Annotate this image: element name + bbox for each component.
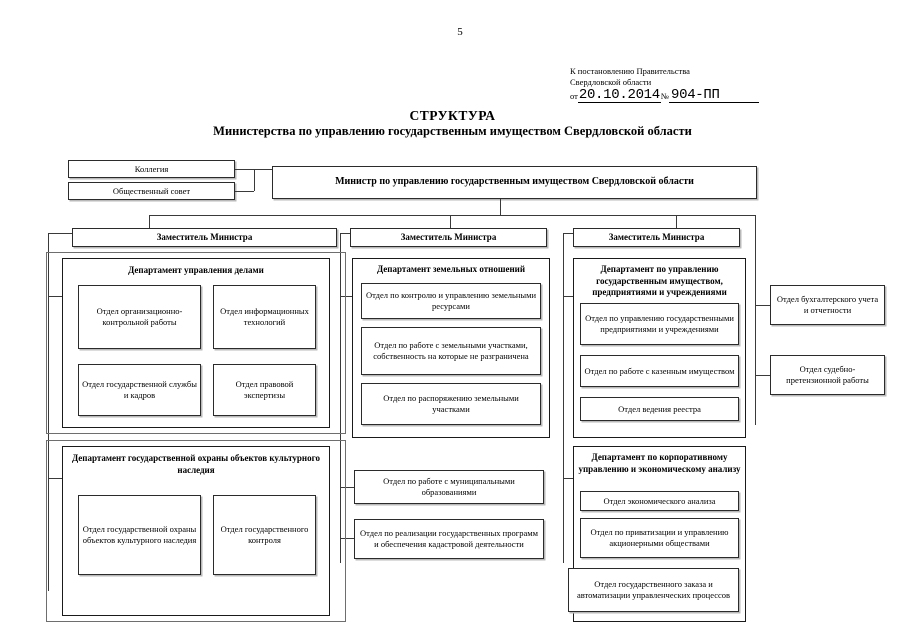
connector-right-col-branch-1 — [563, 296, 573, 297]
connector-deputy3-left-h — [563, 233, 573, 234]
reference-line-2: Свердловской области — [570, 77, 652, 88]
connector-drop-deputy-1 — [149, 215, 150, 231]
box-deputy-minister-3: Заместитель Министра — [573, 228, 740, 247]
unit-organizational-control: Отдел организационно-контрольной работы — [78, 285, 201, 349]
connector-middle-branch-unit-2 — [340, 538, 354, 539]
connector-minister-down — [500, 199, 501, 215]
connector-bus — [149, 215, 755, 216]
page-number: 5 — [457, 26, 463, 38]
connector-deputy1-left-h — [48, 233, 72, 234]
box-public-council: Общественный совет — [68, 182, 235, 200]
unit-economic-analysis: Отдел экономического анализа — [580, 491, 739, 511]
connector-standalone-right-1 — [755, 305, 770, 306]
connector-council-v — [254, 169, 255, 191]
connector-drop-deputy-2 — [450, 215, 451, 231]
connector-drop-deputy-3 — [676, 215, 677, 231]
connector-standalone-right-2 — [755, 375, 770, 376]
department-affairs-management-title: Департамент управления делами — [128, 265, 264, 275]
document-title: СТРУКТУРА — [409, 108, 496, 123]
unit-land-plot-disposal: Отдел по распоряжению земельными участка… — [361, 383, 541, 425]
unit-state-procurement-automation: Отдел государственного заказа и автомати… — [568, 568, 739, 612]
connector-middle-branch-unit-1 — [340, 487, 354, 488]
unit-information-technology: Отдел информационных технологий — [213, 285, 316, 349]
connector-middle-branch-dept — [340, 296, 352, 297]
box-minister: Министр по управлению государственным им… — [272, 166, 757, 199]
from-label: от — [570, 91, 578, 102]
reference-line-1: К постановлению Правительства — [570, 66, 690, 76]
connector-left-branch-2 — [48, 478, 62, 479]
unit-litigation-claims-work: Отдел судебно-претензионной работы — [770, 355, 885, 395]
unit-land-control-and-management: Отдел по контролю и управлению земельным… — [361, 283, 541, 319]
unit-state-programs-cadastral: Отдел по реализации государственных прог… — [354, 519, 544, 559]
connector-right-col-trunk — [563, 233, 564, 563]
group-frame-affairs-management — [46, 252, 346, 434]
decree-number: 904-ПП — [669, 88, 759, 103]
department-corporate-management-title: Департамент по корпоративному управлению… — [578, 452, 741, 474]
document-subtitle: Министерства по управлению государственн… — [213, 124, 692, 138]
connector-council-h — [235, 191, 254, 192]
department-land-relations-title: Департамент земельных отношений — [376, 264, 526, 274]
unit-legal-expertise: Отдел правовой экспертизы — [213, 364, 316, 416]
number-label: № — [660, 91, 669, 102]
unit-state-enterprises-management: Отдел по управлению государственными пре… — [580, 303, 739, 345]
document-reference-header: К постановлению Правительства Свердловск… — [570, 66, 800, 103]
unit-undelimited-land-plots: Отдел по работе с земельными участками, … — [361, 327, 541, 375]
unit-registry-maintenance: Отдел ведения реестра — [580, 397, 739, 421]
box-deputy-minister-1: Заместитель Министра — [72, 228, 337, 247]
connector-right-col-branch-2 — [563, 478, 573, 479]
unit-municipal-formations-work: Отдел по работе с муниципальными образов… — [354, 470, 544, 504]
unit-state-control: Отдел государственного контроля — [213, 495, 316, 575]
decree-date: 20.10.2014 — [577, 86, 661, 103]
unit-accounting-and-reporting: Отдел бухгалтерского учета и отчетности — [770, 285, 885, 325]
connector-middle-trunk — [340, 233, 341, 563]
department-state-property-title: Департамент по управлению государственны… — [592, 264, 727, 298]
department-cultural-heritage-title: Департамент государственной охраны объек… — [72, 453, 320, 475]
connector-left-trunk — [48, 233, 49, 591]
connector-left-branch-1 — [48, 296, 62, 297]
reference-date-number-line: от 20.10.2014 № 904-ПП — [570, 88, 800, 103]
box-deputy-minister-2: Заместитель Министра — [350, 228, 547, 247]
unit-civil-service-and-personnel: Отдел государственной службы и кадров — [78, 364, 201, 416]
unit-cultural-heritage-protection: Отдел государственной охраны объектов ку… — [78, 495, 201, 575]
box-collegium: Коллегия — [68, 160, 235, 178]
connector-collegium — [235, 169, 272, 170]
connector-deputy2-left-h — [340, 233, 350, 234]
group-frame-cultural-heritage — [46, 440, 346, 622]
unit-privatization-joint-stock: Отдел по приватизации и управлению акцио… — [580, 518, 739, 558]
connector-right-trunk — [755, 215, 756, 425]
unit-treasury-property: Отдел по работе с казенным имуществом — [580, 355, 739, 387]
